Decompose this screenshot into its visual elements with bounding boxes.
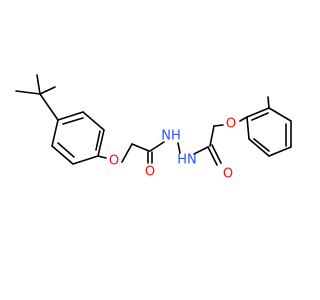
- bond-ring-right-5: [268, 107, 292, 122]
- bond-ring-right-1: [246, 116, 250, 140]
- bond-carbonyl-ch2-right: [209, 125, 215, 147]
- bond-tbu-methyl-3: [39, 86, 56, 95]
- bond-carbonyl-nh-left: [149, 141, 165, 152]
- bond-nh-carbonyl-right: [193, 146, 209, 155]
- bond-ring-left-1: [51, 119, 59, 147]
- bonds: [15, 74, 292, 166]
- atom-ether-oxygen-left: O: [109, 154, 119, 169]
- bond-ring-left-2: [51, 145, 74, 165]
- bond-ring-left-4: [97, 129, 105, 157]
- atom-carbonyl-oxygen-left: O: [145, 165, 155, 180]
- bond-ring-ether-left: [97, 155, 107, 159]
- bond-ring-left-6: [57, 111, 84, 121]
- bond-tbu-ring: [39, 93, 59, 121]
- bond-ring-right-6: [246, 107, 270, 118]
- bond-ch2-ether-right: [213, 124, 224, 127]
- bond-ring-left-5: [82, 111, 105, 131]
- bond-ring-right-inner-1: [253, 138, 270, 152]
- atom-nh-right: HN: [177, 153, 197, 168]
- bond-carbonyl-right-double-b: [211, 144, 222, 164]
- bond-ring-right-2: [248, 138, 270, 157]
- bond-n-n: [177, 142, 181, 154]
- bond-ring-left-inner-2: [95, 130, 101, 151]
- bond-ring-left-inner-1: [57, 142, 75, 158]
- atom-labels: O O NH HN O O: [109, 117, 236, 182]
- bond-tbu-methyl-2: [36, 74, 41, 95]
- bond-ring-methyl: [267, 96, 270, 109]
- atom-ether-oxygen-right: O: [226, 117, 236, 132]
- bond-ether-right-ring: [239, 116, 248, 122]
- atom-nh-left: NH: [161, 129, 181, 144]
- chemical-structure: O O NH HN O O: [0, 0, 300, 300]
- bond-ring-left-inner-3: [62, 117, 84, 125]
- bond-ch2-carbonyl-left: [131, 143, 150, 152]
- bond-ether-left-ch2: [121, 143, 133, 163]
- bond-tbu-methyl-1: [15, 90, 41, 95]
- bond-ring-right-inner-3: [251, 112, 269, 121]
- bond-ring-right-3: [268, 146, 292, 157]
- bond-carbonyl-right-double-a: [207, 146, 218, 166]
- atom-carbonyl-oxygen-right: O: [223, 167, 233, 182]
- canvas-background: [0, 0, 300, 300]
- bond-ring-left-3: [72, 155, 99, 165]
